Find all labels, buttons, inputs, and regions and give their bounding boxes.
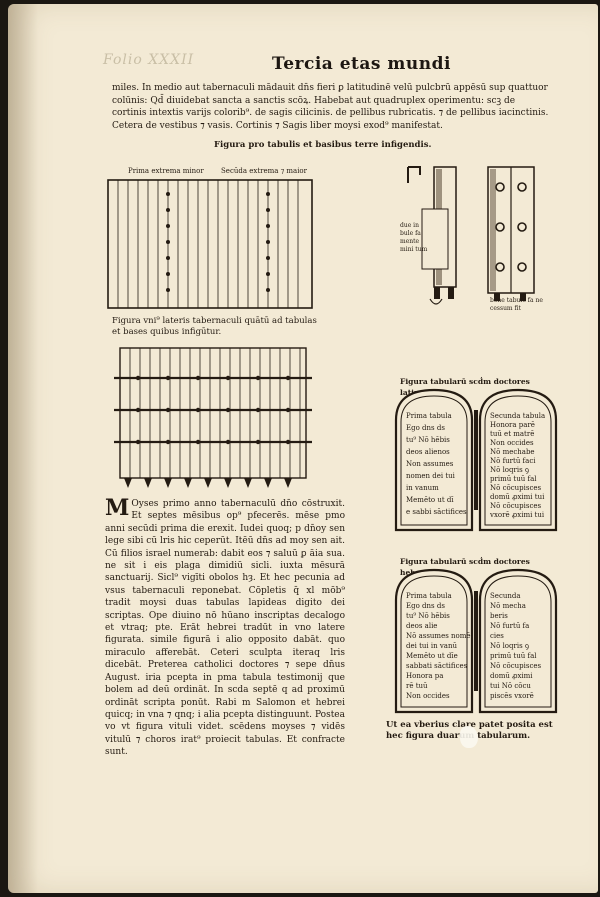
tablet-right-inner <box>484 575 552 708</box>
caption-side-right: bene tabule fa ne cessum fit <box>490 297 543 312</box>
tablet-right-line: Nō cōcupisces <box>490 502 542 510</box>
tablet-left-line: Ego dns ds <box>406 424 445 432</box>
tablet-right-inner <box>484 395 552 526</box>
body-text-content: Oyses primo anno tabernaculū dn̄o cōstru… <box>105 499 345 758</box>
tablet-left-line: Non assumes <box>406 460 454 468</box>
tablet-left-line: rē tuū <box>406 682 428 690</box>
paper-damage-spot <box>460 726 478 748</box>
tablet-left-line: nomen dei tui <box>406 472 456 480</box>
tablet-right-outline <box>478 568 558 714</box>
tablet-left-line: deos alie <box>406 622 437 630</box>
figure-title: Figura pro tabulis et basibus terre infi… <box>214 140 432 150</box>
tablet-right-line: tuū et matrē <box>490 430 534 438</box>
tablet-right-line: Non occides <box>490 439 534 447</box>
tablet-right-line: Secunda <box>490 592 521 600</box>
tablet-left-inner <box>400 395 468 526</box>
tablet-left-line: Memēto ut dīe <box>406 652 458 660</box>
tablet-left-line: e sabbi sāctifices <box>406 508 467 516</box>
tablet-left-inner <box>400 575 468 708</box>
intro-paragraph: miles. In medio aut tabernaculi mādauit … <box>112 83 549 131</box>
gutter-shadow <box>8 4 38 893</box>
tablet-left-line: Honora pa <box>406 672 443 680</box>
tablet-left-line: in vanum <box>406 484 439 492</box>
tablet-left-line: Prima tabula <box>406 412 452 420</box>
tablet-left-line: Non occides <box>406 692 450 700</box>
tablet-left-line: Ego dns ds <box>406 602 445 610</box>
tablet-left-line: dei tui in vanū <box>406 642 457 650</box>
caption-bottom: Ut ea vberius clare patet posita est hec… <box>386 720 553 741</box>
tablet-left-outline <box>394 568 474 714</box>
caption-boards: Figura vni⁹ lateris tabernaculi quātū ad… <box>112 316 317 337</box>
tablet-left-line: sabbati sāctifices <box>406 662 468 670</box>
tablet-right-line: Secunda tabula <box>490 412 545 420</box>
board-label-left: Prima extrema minor <box>128 167 204 175</box>
tablet-right-line: domū ꝓximi tui <box>490 493 545 501</box>
tablet-right-line: Nō cōcupisces <box>490 662 542 670</box>
tablet-right-line: cies <box>490 632 504 640</box>
tablet-left-line: tu⁹ Nō hēbis <box>406 612 450 620</box>
tablet-right-line: Nō furtū fa <box>490 622 529 630</box>
tablet-right-line: Nō mechabe <box>490 448 535 456</box>
tablet-left-outline <box>394 388 474 532</box>
tablet-right-line: Nō loqris ꝯ <box>490 466 529 474</box>
drop-cap-m: M <box>105 495 130 521</box>
boards-figure <box>107 179 313 309</box>
tablet-right-line: beris <box>490 612 508 620</box>
board-details-figure <box>407 166 535 305</box>
tablet-hinge <box>474 591 478 691</box>
board-label-right: Secūda extrema ⁊ maior <box>221 167 307 175</box>
tablet-right-line: tui Nō cōcu <box>490 682 531 690</box>
tablet-right-line: primū tuū fal <box>490 475 537 483</box>
tablet-right-line: primū tuū fal <box>490 652 537 660</box>
caption-side-small: due in bule fa mente mini tum <box>400 222 428 253</box>
foliation-ghost: Folio XXXII <box>103 52 195 68</box>
tablet-right-outline <box>478 388 558 532</box>
tablet-right-line: vxorē ꝓximi tui <box>489 511 545 519</box>
tablet-left-line: Memēto ut dī <box>406 496 454 504</box>
book-page: Folio XXXII Tercia etas mundi miles. In … <box>8 4 598 893</box>
tablet-left-line: Prima tabula <box>406 592 452 600</box>
tablet-left-line: deos alienos <box>406 448 450 456</box>
tablet-right-line: piscēs vxorē <box>490 692 534 700</box>
tablet-hinge <box>474 410 478 510</box>
tablet-right-line: Nō cōcupisces <box>490 484 542 492</box>
tablet-right-line: Nō furtū faci <box>490 457 536 465</box>
tablet-left-line: tu⁹ Nō hēbis <box>406 436 450 444</box>
frame-bars-figure <box>114 347 312 488</box>
tablet-right-line: Honora parē <box>490 421 535 429</box>
tablet-right-line: domū ꝓximi <box>490 672 533 680</box>
tablet-right-line: Nō mecha <box>490 602 526 610</box>
tablet-right-line: Nō loqris ꝯ <box>490 642 529 650</box>
tablet-left-line: Nō assumes nomē <box>406 632 471 640</box>
running-title: Tercia etas mundi <box>272 54 451 74</box>
